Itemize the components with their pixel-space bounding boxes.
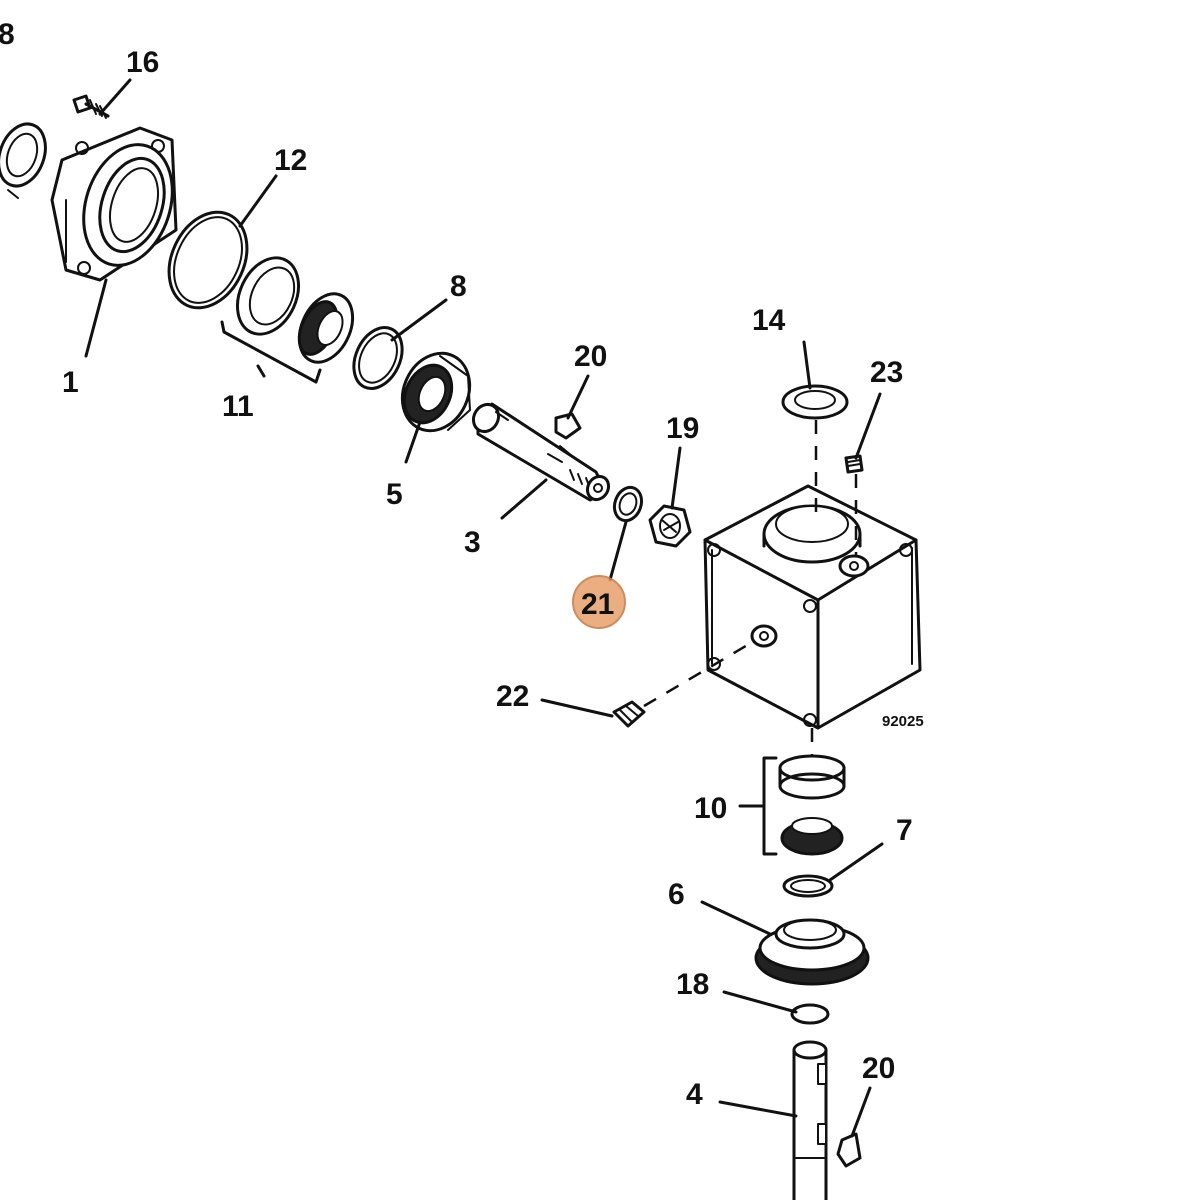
- leader-lines: [84, 78, 884, 1138]
- callout-7: 7: [896, 814, 913, 847]
- callout-22: 22: [496, 680, 529, 713]
- part-ring-gear-6: [754, 918, 870, 986]
- callout-12: 12: [274, 144, 307, 177]
- callout-1: 1: [62, 366, 79, 399]
- part-key-20-lower: [836, 1132, 862, 1168]
- callout-8-edge: 8: [0, 18, 15, 51]
- callout-labels: 8 16 12 1 11 8 5 20 3 19 14 23 21 22 10 …: [0, 18, 924, 1111]
- part-output-shaft-4: [792, 1040, 828, 1200]
- part-gearbox-housing: [703, 484, 922, 730]
- callout-18: 18: [676, 968, 709, 1001]
- part-bearing-housing: [0, 122, 178, 282]
- part-plug-23: [844, 454, 864, 474]
- callout-21: 21: [581, 588, 614, 621]
- callout-4: 4: [686, 1078, 703, 1111]
- part-shim-7: [782, 874, 834, 898]
- callout-3: 3: [464, 526, 481, 559]
- callout-16: 16: [126, 46, 159, 79]
- part-o-ring-12: [167, 210, 249, 310]
- part-shim-8: [352, 326, 404, 390]
- part-washer-21: [612, 485, 644, 523]
- part-bolt-16: [72, 94, 110, 119]
- callout-20-lower: 20: [862, 1052, 895, 1085]
- callout-19: 19: [666, 412, 699, 445]
- callout-6: 6: [668, 878, 685, 911]
- callout-10: 10: [694, 792, 727, 825]
- assembly-centerlines: [643, 420, 858, 756]
- part-seal-14: [781, 384, 849, 420]
- part-bearing-11: [220, 256, 355, 384]
- callout-5: 5: [386, 478, 403, 511]
- part-drain-plug-22: [612, 700, 646, 728]
- part-input-shaft-3: [471, 402, 611, 502]
- callout-21-highlight: [572, 575, 626, 629]
- part-nut-19: [648, 504, 692, 548]
- part-pinion-gear-5: [400, 351, 472, 433]
- callout-14: 14: [752, 304, 786, 337]
- callout-11: 11: [222, 390, 254, 423]
- callout-23: 23: [870, 356, 903, 389]
- part-bearing-10: [762, 754, 846, 856]
- part-snap-ring-18: [790, 1003, 830, 1025]
- callout-8: 8: [450, 270, 467, 303]
- drawing-code: 92025: [882, 713, 924, 730]
- callout-20-upper: 20: [574, 340, 607, 373]
